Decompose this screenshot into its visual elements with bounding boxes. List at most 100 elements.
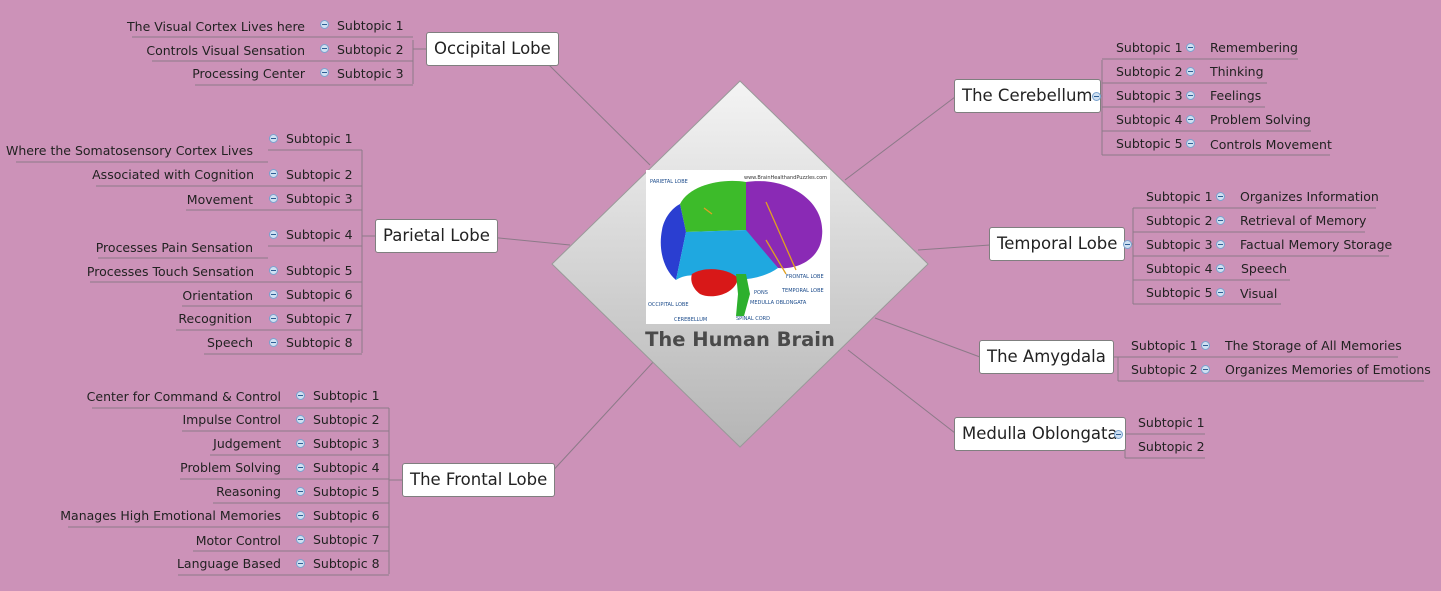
collapse-icon[interactable] [296, 559, 305, 568]
collapse-icon[interactable] [1123, 240, 1132, 249]
subtopic-text[interactable]: Associated with Cognition [92, 167, 254, 182]
subtopic-number[interactable]: Subtopic 2 [1138, 439, 1205, 454]
subtopic-text[interactable]: Controls Visual Sensation [146, 43, 305, 58]
subtopic-number[interactable]: Subtopic 5 [1116, 136, 1183, 151]
subtopic-text[interactable]: Manages High Emotional Memories [60, 508, 281, 523]
subtopic-number[interactable]: Subtopic 3 [337, 66, 404, 81]
subtopic-text[interactable]: Controls Movement [1210, 137, 1332, 152]
collapse-icon[interactable] [269, 266, 278, 275]
subtopic-number[interactable]: Subtopic 4 [286, 227, 353, 242]
collapse-icon[interactable] [269, 169, 278, 178]
subtopic-number[interactable]: Subtopic 7 [313, 532, 380, 547]
subtopic-number[interactable]: Subtopic 1 [1131, 338, 1198, 353]
collapse-icon[interactable] [320, 44, 329, 53]
topic-parietal-lobe[interactable]: Parietal Lobe [375, 219, 498, 253]
subtopic-number[interactable]: Subtopic 3 [1146, 237, 1213, 252]
collapse-icon[interactable] [1186, 139, 1195, 148]
topic-frontal-lobe[interactable]: The Frontal Lobe [402, 463, 556, 497]
subtopic-text[interactable]: Where the Somatosensory Cortex Lives [5, 143, 253, 158]
subtopic-number[interactable]: Subtopic 1 [1138, 415, 1205, 430]
subtopic-text[interactable]: Organizes Information [1240, 189, 1379, 204]
collapse-icon[interactable] [1216, 264, 1225, 273]
subtopic-text[interactable]: Center for Command & Control [86, 389, 281, 404]
subtopic-text[interactable]: Language Based [176, 556, 281, 571]
subtopic-text[interactable]: Speech [1241, 261, 1288, 276]
subtopic-text[interactable]: Processes Pain Sensation [95, 240, 253, 255]
collapse-icon[interactable] [1186, 43, 1195, 52]
topic-medulla-oblongata[interactable]: Medulla Oblongata [954, 417, 1126, 451]
subtopic-number[interactable]: Subtopic 2 [1116, 64, 1183, 79]
collapse-icon[interactable] [296, 439, 305, 448]
collapse-icon[interactable] [1201, 365, 1210, 374]
subtopic-text[interactable]: Movement [186, 192, 253, 207]
subtopic-text[interactable]: Factual Memory Storage [1240, 237, 1393, 252]
subtopic-number[interactable]: Subtopic 3 [313, 436, 380, 451]
topic-temporal-lobe[interactable]: Temporal Lobe [989, 227, 1126, 261]
collapse-icon[interactable] [269, 194, 278, 203]
central-topic-title[interactable]: The Human Brain [645, 328, 835, 351]
collapse-icon[interactable] [296, 415, 305, 424]
subtopic-number[interactable]: Subtopic 8 [286, 335, 353, 350]
subtopic-text[interactable]: Feelings [1210, 88, 1262, 103]
collapse-icon[interactable] [1201, 341, 1210, 350]
subtopic-number[interactable]: Subtopic 6 [286, 287, 353, 302]
collapse-icon[interactable] [1216, 192, 1225, 201]
subtopic-number[interactable]: Subtopic 4 [1146, 261, 1213, 276]
subtopic-text[interactable]: Recognition [178, 311, 252, 326]
subtopic-text[interactable]: Processing Center [192, 66, 305, 81]
subtopic-number[interactable]: Subtopic 2 [286, 167, 353, 182]
subtopic-number[interactable]: Subtopic 1 [313, 388, 380, 403]
collapse-icon[interactable] [269, 290, 278, 299]
subtopic-number[interactable]: Subtopic 5 [286, 263, 353, 278]
collapse-icon[interactable] [269, 230, 278, 239]
subtopic-text[interactable]: The Storage of All Memories [1225, 338, 1402, 353]
subtopic-text[interactable]: Motor Control [195, 533, 281, 548]
collapse-icon[interactable] [1186, 67, 1195, 76]
collapse-icon[interactable] [1092, 92, 1101, 101]
subtopic-number[interactable]: Subtopic 6 [313, 508, 380, 523]
subtopic-number[interactable]: Subtopic 1 [1146, 189, 1213, 204]
subtopic-text[interactable]: Impulse Control [182, 412, 281, 427]
subtopic-text[interactable]: Orientation [182, 288, 253, 303]
subtopic-number[interactable]: Subtopic 1 [286, 131, 353, 146]
subtopic-number[interactable]: Subtopic 4 [313, 460, 380, 475]
subtopic-number[interactable]: Subtopic 7 [286, 311, 353, 326]
collapse-icon[interactable] [269, 314, 278, 323]
topic-cerebellum[interactable]: The Cerebellum [954, 79, 1101, 113]
collapse-icon[interactable] [320, 68, 329, 77]
collapse-icon[interactable] [296, 391, 305, 400]
subtopic-number[interactable]: Subtopic 3 [1116, 88, 1183, 103]
collapse-icon[interactable] [269, 134, 278, 143]
subtopic-number[interactable]: Subtopic 5 [313, 484, 380, 499]
subtopic-number[interactable]: Subtopic 3 [286, 191, 353, 206]
subtopic-text[interactable]: Problem Solving [180, 460, 281, 475]
collapse-icon[interactable] [296, 511, 305, 520]
collapse-icon[interactable] [296, 487, 305, 496]
topic-occipital-lobe[interactable]: Occipital Lobe [426, 32, 559, 66]
subtopic-number[interactable]: Subtopic 2 [337, 42, 404, 57]
collapse-icon[interactable] [320, 20, 329, 29]
subtopic-number[interactable]: Subtopic 2 [1131, 362, 1198, 377]
subtopic-number[interactable]: Subtopic 4 [1116, 112, 1183, 127]
subtopic-number[interactable]: Subtopic 1 [1116, 40, 1183, 55]
subtopic-number[interactable]: Subtopic 2 [313, 412, 380, 427]
subtopic-text[interactable]: Visual [1240, 286, 1278, 301]
subtopic-number[interactable]: Subtopic 5 [1146, 285, 1213, 300]
collapse-icon[interactable] [1216, 240, 1225, 249]
collapse-icon[interactable] [1216, 288, 1225, 297]
subtopic-text[interactable]: Problem Solving [1210, 112, 1311, 127]
subtopic-number[interactable]: Subtopic 2 [1146, 213, 1213, 228]
collapse-icon[interactable] [1186, 115, 1195, 124]
collapse-icon[interactable] [269, 338, 278, 347]
collapse-icon[interactable] [1216, 216, 1225, 225]
collapse-icon[interactable] [296, 463, 305, 472]
subtopic-text[interactable]: Remembering [1210, 40, 1298, 55]
subtopic-text[interactable]: Processes Touch Sensation [86, 264, 254, 279]
subtopic-text[interactable]: Speech [206, 335, 253, 350]
collapse-icon[interactable] [296, 535, 305, 544]
collapse-icon[interactable] [1114, 430, 1123, 439]
topic-amygdala[interactable]: The Amygdala [979, 340, 1114, 374]
subtopic-text[interactable]: Judgement [213, 436, 281, 451]
subtopic-text[interactable]: Organizes Memories of Emotions [1225, 362, 1431, 377]
subtopic-number[interactable]: Subtopic 8 [313, 556, 380, 571]
